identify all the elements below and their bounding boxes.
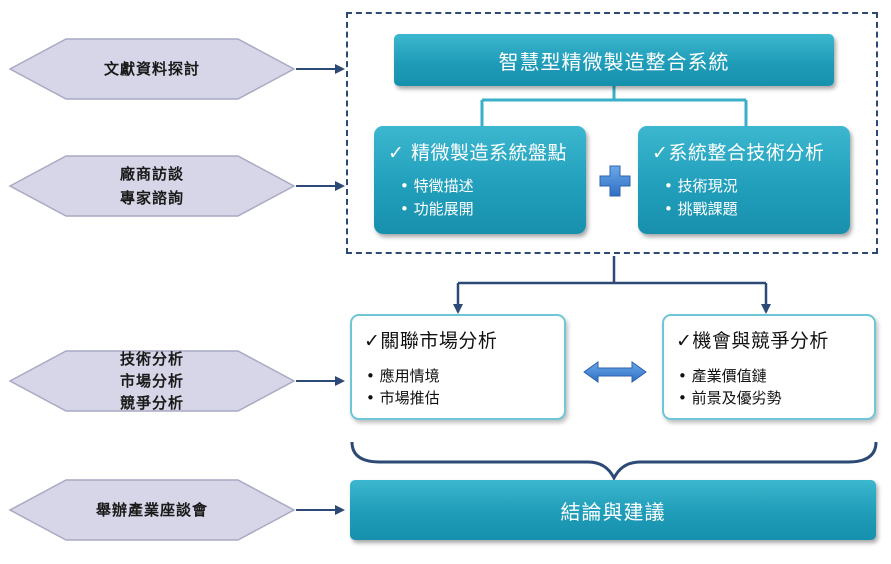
market-analysis-card: ✓關聯市場分析 • 應用情境 • 市場推估 xyxy=(350,314,566,420)
integration-card-list: • 技術現況 • 挑戰課題 xyxy=(652,175,836,221)
top-system-label: 智慧型精微製造整合系統 xyxy=(498,49,730,74)
list-item: • 挑戰課題 xyxy=(664,200,738,218)
competition-analysis-list: • 產業價值鏈 • 前景及優劣勢 xyxy=(676,365,862,409)
bracket-down-split xyxy=(458,256,766,285)
market-analysis-list: • 應用情境 • 市場推估 xyxy=(364,365,552,409)
list-item: • 特徵描述 xyxy=(400,177,474,195)
list-item: • 應用情境 xyxy=(366,367,440,385)
diamond-shape xyxy=(8,479,296,541)
integration-card: ✓系統整合技術分析 • 技術現況 • 挑戰課題 xyxy=(638,126,850,234)
side-step-text: 廠商訪談 xyxy=(119,165,184,183)
list-item: • 產業價值鏈 xyxy=(678,367,767,385)
double-arrow-icon xyxy=(583,361,647,383)
conclusion-bar: 結論與建議 xyxy=(350,480,876,540)
inventory-card: ✓ 精微製造系統盤點 • 特徵描述 • 功能展開 xyxy=(374,126,586,234)
market-analysis-title: ✓關聯市場分析 xyxy=(364,330,498,352)
list-item: • 功能展開 xyxy=(400,200,474,218)
competition-analysis-title: ✓機會與競爭分析 xyxy=(676,330,829,352)
system-scope-frame xyxy=(346,12,878,254)
diamond-shape xyxy=(8,350,296,412)
side-step-label: 舉辦產業座談會 xyxy=(8,477,296,543)
side-step-text: 文獻資料探討 xyxy=(103,60,200,78)
side-step-text: 技術分析 xyxy=(119,350,184,368)
top-system-bar: 智慧型精微製造整合系統 xyxy=(394,34,834,86)
list-item: • 技術現況 xyxy=(664,177,738,195)
list-item: • 前景及優劣勢 xyxy=(678,389,782,407)
diamond-shape xyxy=(8,38,296,100)
integration-card-title: ✓系統整合技術分析 xyxy=(652,142,825,164)
conclusion-label: 結論與建議 xyxy=(560,499,666,524)
side-step-label: 廠商訪談 專家諮詢 xyxy=(8,153,296,219)
side-step-label: 技術分析 市場分析 競爭分析 xyxy=(8,348,296,414)
list-item: • 市場推估 xyxy=(366,389,440,407)
side-step-analysis: 技術分析 市場分析 競爭分析 xyxy=(8,348,296,414)
side-step-text: 專家諮詢 xyxy=(119,189,184,207)
competition-analysis-card: ✓機會與競爭分析 • 產業價值鏈 • 前景及優劣勢 xyxy=(662,314,876,420)
side-step-text: 舉辦產業座談會 xyxy=(95,501,208,519)
side-step-text: 市場分析 xyxy=(119,372,184,390)
side-step-seminar: 舉辦產業座談會 xyxy=(8,477,296,543)
side-step-label: 文獻資料探討 xyxy=(8,36,296,102)
diamond-shape xyxy=(8,155,296,217)
side-step-text: 競爭分析 xyxy=(119,394,184,412)
side-step-literature: 文獻資料探討 xyxy=(8,36,296,102)
inventory-card-title: ✓ 精微製造系統盤點 xyxy=(388,142,567,164)
side-step-interviews: 廠商訪談 專家諮詢 xyxy=(8,153,296,219)
inventory-card-list: • 特徵描述 • 功能展開 xyxy=(388,175,572,221)
curly-brace-icon xyxy=(350,441,878,482)
plus-icon xyxy=(599,165,631,197)
